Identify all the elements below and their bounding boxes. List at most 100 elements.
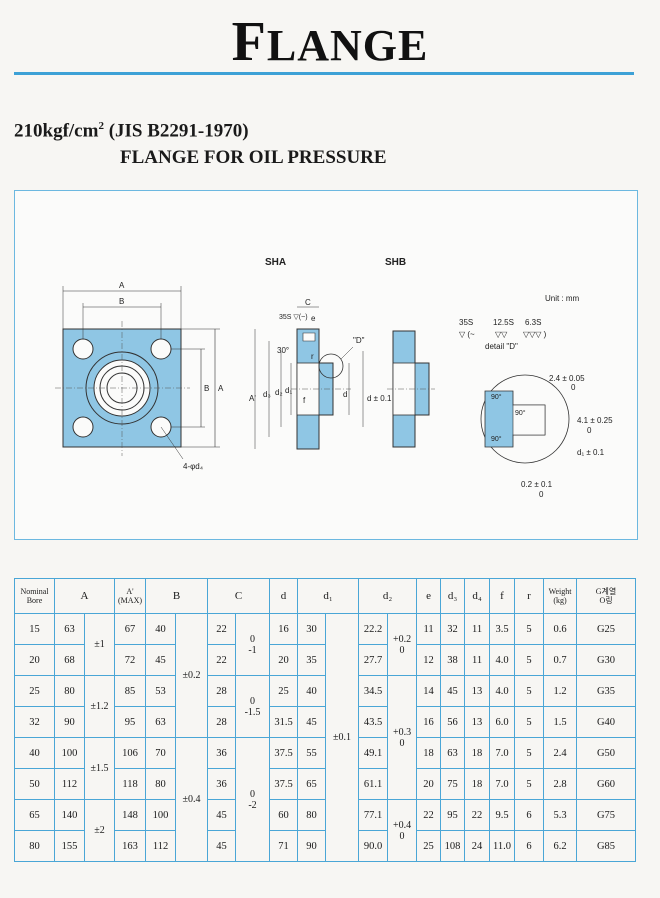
cell-d4: 11 [464,644,491,676]
col-r: r [514,578,545,614]
col-a: A [53,578,116,614]
dim-f: f [303,396,306,405]
page-title: FLANGE [231,11,429,73]
cell-c: 28 [207,675,237,707]
cell-r: 5 [514,613,545,645]
cell-aprime: 67 [114,613,147,645]
cell-d: 37.5 [269,737,299,769]
cell-d4: 24 [464,830,491,862]
dim-d1-tol: d₁ ± 0.1 [577,448,605,457]
cell-d4: 11 [464,613,491,645]
tol-d1: ±0.1 [325,613,360,862]
cell-aprime: 118 [114,768,147,800]
cell-r: 6 [514,830,545,862]
cell-oring: G30 [576,644,636,676]
tol-d2-part: 0 [399,644,405,656]
dimension-table: Nominal Bore A A'(MAX) B C d d₁ d₂ e d₃ … [14,578,636,862]
cell-bore: 32 [14,706,55,738]
cell-r: 5 [514,706,545,738]
col-d: d [269,578,299,614]
cell-weight: 0.6 [543,613,578,645]
cell-d4: 18 [464,768,491,800]
cell-d3: 32 [440,613,466,645]
cell-oring: G75 [576,799,636,831]
dim-24: 2.4 ± 0.05 [549,374,585,383]
cell-c: 28 [207,706,237,738]
col-bore: Nominal Bore [14,578,55,614]
cell-d: 25 [269,675,299,707]
cell-oring: G40 [576,706,636,738]
cell-c: 22 [207,613,237,645]
tol-b-part: ±0.2 [182,670,201,681]
tol-c-part: -1 [248,644,257,656]
cell-b: 100 [145,799,177,831]
dim-a-right: A [218,384,224,393]
col-e: e [416,578,442,614]
shb-section: SHB [385,257,435,448]
tol-c: 0-2 [235,737,271,862]
cell-d3: 108 [440,830,466,862]
detail-label: detail "D" [485,342,518,351]
cell-weight: 1.5 [543,706,578,738]
cell-b: 80 [145,768,177,800]
cell-d1: 80 [297,799,327,831]
technical-drawing: A B A B 4-φd₄ SHA "D" [14,190,638,540]
finish-sym-2: ▽▽ [495,330,508,339]
tol-d2-part: 0 [399,737,405,749]
cell-d3: 45 [440,675,466,707]
cell-d4: 13 [464,675,491,707]
col-d1: d₁ [297,578,360,614]
cell-aprime: 163 [114,830,147,862]
cell-a: 100 [54,737,85,769]
cell-c: 36 [207,768,237,800]
tol-d2-part: 0 [399,830,405,842]
col-d3: d₃ [440,578,466,614]
finish-sym-3: ▽▽▽ ) [523,330,547,339]
cell-weight: 1.2 [543,675,578,707]
dim-c: C [305,298,311,307]
tol-a-part: ±1.5 [90,763,109,774]
tol-d1-part: ±0.1 [333,732,352,743]
cell-d3: 63 [440,737,466,769]
col-d4: d₄ [464,578,491,614]
cell-oring: G85 [576,830,636,862]
cell-d3: 75 [440,768,466,800]
cell-b: 112 [145,830,177,862]
col-d2: d₂ [358,578,418,614]
dim-41: 4.1 ± 0.25 [577,416,613,425]
dim-r: r [311,352,314,361]
cell-d4: 22 [464,799,491,831]
cell-a: 140 [54,799,85,831]
dim-b-right: B [204,384,209,393]
cell-f: 3.5 [489,613,516,645]
dim-aprime: A' [249,394,256,403]
col-aprime: A'(MAX) [114,578,147,614]
cell-f: 9.5 [489,799,516,831]
dim-02: 0.2 ± 0.1 [521,480,553,489]
cell-b: 63 [145,706,177,738]
cell-d1: 55 [297,737,327,769]
detail-ref: "D" [353,336,365,345]
tol-b: ±0.2 [175,613,209,738]
front-view: A B A B 4-φd₄ [55,281,224,471]
cell-r: 5 [514,768,545,800]
dim-24b: 0 [571,383,576,392]
cell-d1: 30 [297,613,327,645]
cell-a: 155 [54,830,85,862]
finish-35s-sha: 35S ▽(~) [279,314,308,321]
cell-e: 22 [416,799,442,831]
cell-d4: 13 [464,706,491,738]
cell-aprime: 72 [114,644,147,676]
cell-a: 68 [54,644,85,676]
cell-d: 16 [269,613,299,645]
cell-e: 14 [416,675,442,707]
cell-f: 11.0 [489,830,516,862]
cell-d: 20 [269,644,299,676]
dim-d1: d₁ [285,386,292,395]
cell-aprime: 148 [114,799,147,831]
